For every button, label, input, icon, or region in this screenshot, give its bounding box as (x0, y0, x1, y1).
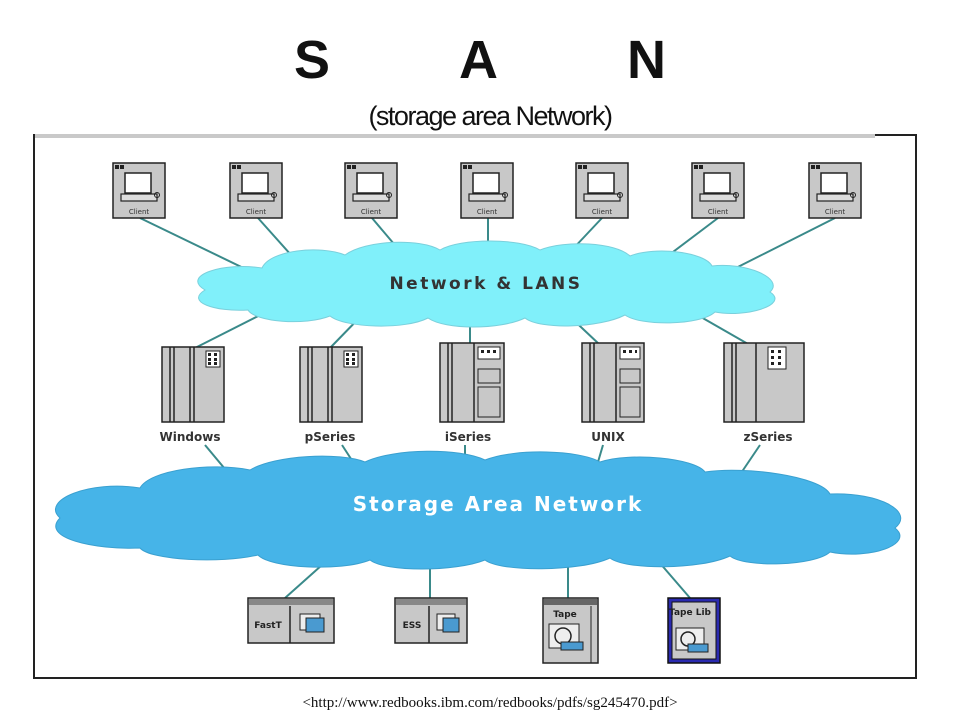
server-unix (581, 342, 645, 423)
client-label: Client (129, 208, 150, 216)
source-citation: <http://www.redbooks.ibm.com/redbooks/pd… (302, 695, 678, 711)
client-5: Client (575, 162, 629, 219)
client-row: Client Client Client Client (112, 162, 862, 219)
slide-subtitle: (storage area Network) (368, 101, 613, 131)
storage-row: FastT ESS Tape Tape Lib (247, 597, 721, 664)
server-label: iSeries (445, 430, 491, 444)
client-label: Client (592, 208, 613, 216)
frame-top-shadow (35, 134, 875, 138)
server-iseries (439, 342, 505, 423)
lan-cloud-label: Network & LANS (389, 274, 582, 294)
client-6: Client (691, 162, 745, 219)
client-label: Client (361, 208, 382, 216)
client-label: Client (708, 208, 729, 216)
san-cloud (55, 450, 902, 570)
storage-label: Tape Lib (669, 608, 712, 618)
storage-tape-lib: Tape Lib (667, 597, 721, 664)
server-zseries (723, 342, 805, 423)
client-label: Client (477, 208, 498, 216)
server-row: Windows pSeries iSeries (160, 342, 805, 444)
client-4: Client (460, 162, 514, 219)
client-label: Client (825, 208, 846, 216)
client-label: Client (246, 208, 267, 216)
server-label: zSeries (743, 430, 792, 444)
server-windows (161, 346, 225, 423)
storage-label: Tape (553, 610, 577, 620)
san-cloud-label: Storage Area Network (353, 492, 644, 516)
storage-ess: ESS (394, 597, 468, 644)
client-3: Client (344, 162, 398, 219)
server-label: UNIX (591, 430, 625, 444)
server-label: pSeries (305, 430, 356, 444)
slide-title: S A N (293, 30, 724, 90)
server-pseries (299, 346, 363, 423)
storage-fastt: FastT (247, 597, 335, 644)
server-label: Windows (160, 430, 221, 444)
client-7: Client (808, 162, 862, 219)
client-2: Client (229, 162, 283, 219)
storage-tape: Tape (542, 597, 599, 664)
storage-label: ESS (403, 621, 422, 631)
storage-label: FastT (254, 621, 282, 631)
lan-cloud (197, 240, 776, 328)
client-1: Client (112, 162, 166, 219)
